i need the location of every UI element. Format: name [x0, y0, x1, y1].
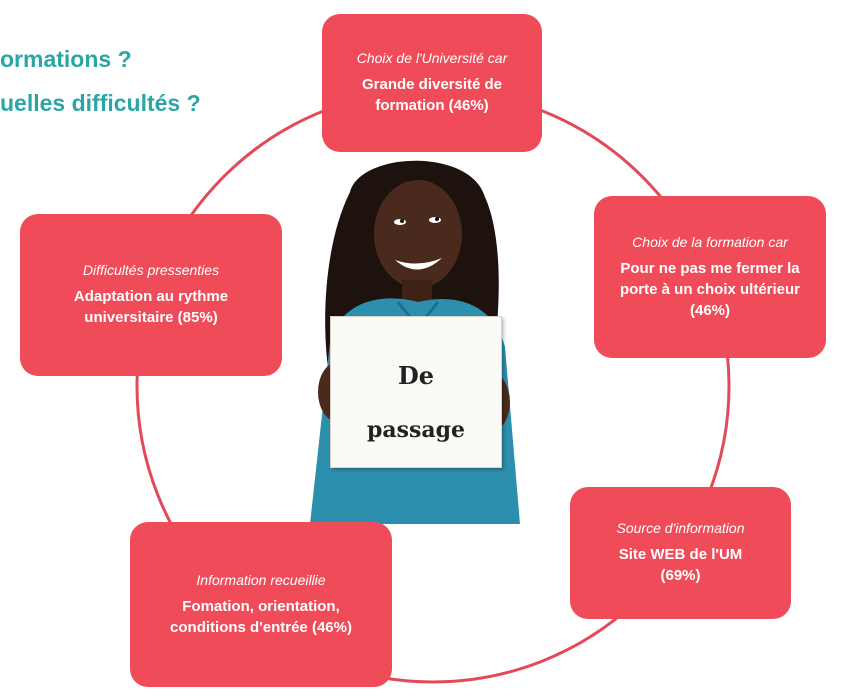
box-caption: Source d'information	[616, 520, 745, 536]
box-value: Fomation, orientation, conditions d'entr…	[170, 597, 352, 636]
box-choix-universite: Choix de l'Université car Grande diversi…	[322, 14, 542, 152]
box-caption: Choix de l'Université car	[356, 50, 508, 66]
box-value: Adaptation au rythme universitaire (85%)	[73, 288, 229, 326]
box-caption: Difficultés pressenties	[82, 262, 220, 278]
sign-word-de: De	[397, 361, 435, 390]
box-difficultes-pressenties: Difficultés pressenties Adaptation au ry…	[20, 214, 282, 376]
box-source-information: Source d'information Site WEB de l'UM (6…	[570, 487, 791, 619]
box-choix-formation: Choix de la formation car Pour ne pas me…	[594, 196, 826, 358]
box-value: Pour ne pas me fermer la porte à un choi…	[619, 259, 801, 319]
box-caption: Choix de la formation car	[632, 233, 788, 250]
box-information-recueillie: Information recueillie Fomation, orienta…	[130, 522, 392, 687]
box-caption: Information recueillie	[196, 571, 326, 588]
heading-line-2: uelles difficultés ?	[0, 90, 201, 116]
sign-word-passage: passage	[366, 417, 466, 443]
box-value: Grande diversité de formation (46%)	[361, 76, 503, 114]
heading-line-1: ormations ?	[0, 46, 132, 72]
box-value: Site WEB de l'UM (69%)	[618, 546, 743, 584]
sign-board: De passage	[330, 316, 502, 468]
